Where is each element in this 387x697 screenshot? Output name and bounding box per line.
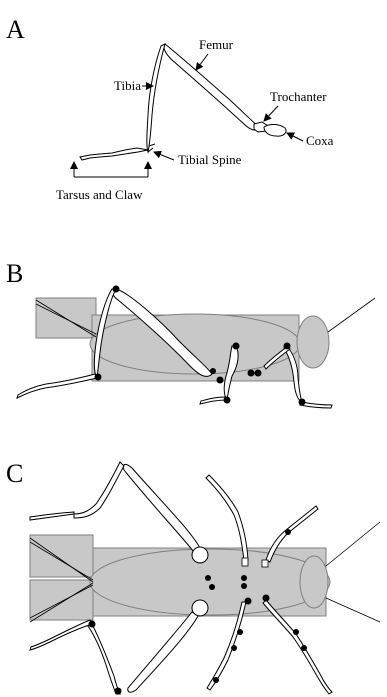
trochanter-arrow	[264, 106, 278, 121]
trochanter-label: Trochanter	[270, 89, 327, 104]
femur-arrow	[196, 54, 208, 70]
tarsus-claw-label: Tarsus and Claw	[56, 187, 143, 202]
panel-b-label: B	[6, 259, 23, 288]
mid-leg-upper	[206, 475, 248, 560]
joint-dot	[263, 595, 270, 602]
head-ellipse	[300, 556, 328, 608]
coxa-label: Coxa	[306, 133, 334, 148]
ovipositor-box	[36, 298, 96, 338]
joint-dot	[224, 397, 231, 404]
mid-coxa-box	[242, 558, 248, 566]
joint-dot	[115, 688, 122, 695]
ovipositor-box-lower	[30, 580, 93, 620]
hind-femur-upper	[123, 464, 200, 552]
joint-dot	[209, 584, 215, 590]
fore-coxa-box	[262, 560, 268, 567]
panel-c: C	[6, 459, 380, 695]
joint-dot	[231, 645, 237, 651]
panel-b: B	[6, 259, 375, 408]
joint-dot	[293, 629, 299, 635]
tibia-label: Tibia	[114, 78, 141, 93]
joint-dot	[95, 374, 102, 381]
mid-tarsus-1	[200, 397, 227, 404]
coxa-joint-upper	[192, 547, 208, 563]
antenna-line	[328, 298, 375, 332]
joint-dot	[285, 529, 291, 535]
head-ellipse	[297, 316, 329, 368]
joint-dot	[233, 343, 240, 350]
ovipositor-box-upper	[30, 535, 93, 577]
hind-tarsus-upper	[30, 512, 74, 520]
tibial-spine-arrow	[154, 152, 174, 160]
tibial-spine-label: Tibial Spine	[178, 152, 242, 167]
joint-dot	[113, 286, 120, 293]
tibia-segment	[147, 44, 165, 152]
antenna-line-upper	[326, 522, 380, 566]
joint-dot	[241, 575, 247, 581]
panel-c-label: C	[6, 459, 23, 488]
antenna-line-lower	[326, 598, 380, 622]
joint-dot	[217, 377, 224, 384]
panel-a: A Femur Tibia Trochanter Coxa Tibial Spi…	[6, 15, 334, 202]
femur-label: Femur	[199, 37, 234, 52]
hind-tibia-lower	[88, 624, 120, 694]
joint-dot	[255, 370, 262, 377]
hind-tarsus-lower	[30, 620, 92, 650]
coxa-segment	[264, 124, 286, 136]
joint-dot	[248, 370, 255, 377]
joint-dot	[89, 621, 96, 628]
joint-dot	[299, 399, 306, 406]
joint-dot	[245, 598, 252, 605]
femur-segment	[164, 44, 260, 130]
abdomen-ellipse	[90, 549, 330, 615]
joint-dot	[284, 343, 291, 350]
joint-dot	[301, 645, 307, 651]
joint-dot	[210, 368, 216, 374]
panel-a-label: A	[6, 15, 25, 44]
hind-tarsus	[17, 374, 97, 398]
joint-dot	[205, 575, 211, 581]
hind-femur-lower	[128, 612, 198, 692]
joint-dot	[237, 629, 243, 635]
joint-dot	[241, 583, 247, 589]
joint-dot	[213, 677, 219, 683]
tarsus-segment	[80, 148, 148, 160]
coxa-arrow	[287, 133, 303, 141]
coxa-joint-lower	[192, 600, 208, 616]
hind-tibia-upper	[74, 462, 124, 518]
